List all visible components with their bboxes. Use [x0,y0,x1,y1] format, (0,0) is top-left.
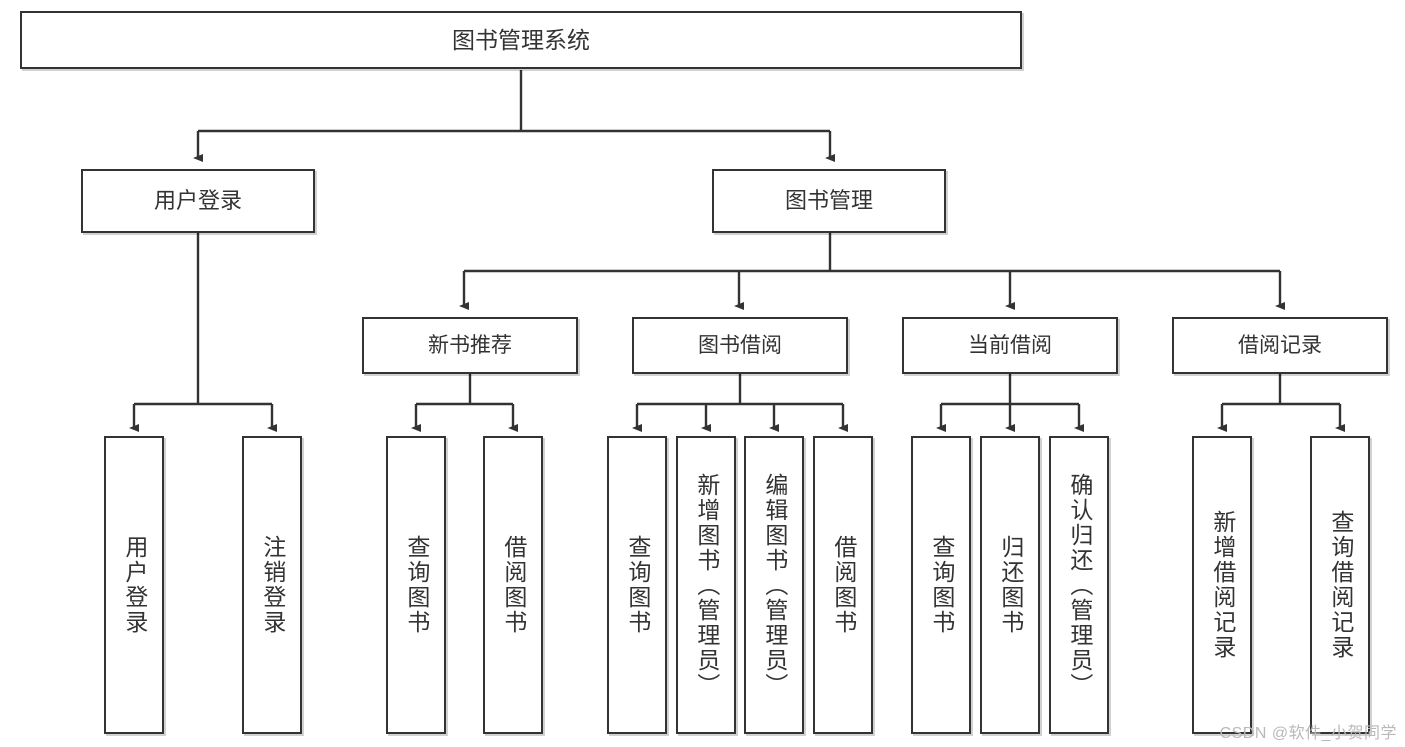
node-new-book-recommend[interactable]: 新书推荐 [362,317,578,374]
node-label: 查询借阅记录 [1327,510,1354,660]
node-borrow-record[interactable]: 借阅记录 [1172,317,1388,374]
leaf-current-return-book[interactable]: 归还图书 [980,436,1040,734]
node-label: 新增图书（管理员） [693,472,720,698]
leaf-record-query-record[interactable]: 查询借阅记录 [1310,436,1370,734]
node-label: 编辑图书（管理员） [761,472,788,698]
node-label: 图书管理 [784,187,873,213]
node-label: 用户登录 [121,535,148,635]
node-label: 新书推荐 [428,333,512,357]
node-label: 图书管理系统 [452,26,590,53]
node-label: 查询图书 [403,535,430,635]
node-current-borrow[interactable]: 当前借阅 [902,317,1118,374]
csdn-watermark: CSDN @软件_小贺同学 [1219,725,1397,742]
node-label: 新增借阅记录 [1209,510,1236,660]
leaf-borrow-add-book-admin[interactable]: 新增图书（管理员） [676,436,736,734]
node-label: 借阅记录 [1238,333,1322,357]
node-book-borrow[interactable]: 图书借阅 [632,317,848,374]
node-label: 注销登录 [259,535,286,635]
node-label: 确认归还（管理员） [1066,472,1093,698]
node-user-login[interactable]: 用户登录 [81,169,315,233]
node-root-system[interactable]: 图书管理系统 [20,11,1022,69]
leaf-user-login-logout[interactable]: 注销登录 [242,436,302,734]
node-label: 借阅图书 [500,535,527,635]
leaf-current-query-book[interactable]: 查询图书 [911,436,971,734]
node-label: 用户登录 [153,187,242,213]
node-label: 查询图书 [624,535,651,635]
leaf-recommend-query-book[interactable]: 查询图书 [386,436,446,734]
node-label: 图书借阅 [698,333,782,357]
node-label: 查询图书 [928,535,955,635]
leaf-recommend-borrow-book[interactable]: 借阅图书 [483,436,543,734]
leaf-borrow-query-book[interactable]: 查询图书 [607,436,667,734]
node-label: 归还图书 [997,535,1024,635]
leaf-user-login-login[interactable]: 用户登录 [104,436,164,734]
node-label: 当前借阅 [968,333,1052,357]
leaf-record-add-record[interactable]: 新增借阅记录 [1192,436,1252,734]
node-book-management[interactable]: 图书管理 [712,169,946,233]
node-label: 借阅图书 [830,535,857,635]
leaf-borrow-borrow-book[interactable]: 借阅图书 [813,436,873,734]
leaf-borrow-edit-book-admin[interactable]: 编辑图书（管理员） [744,436,804,734]
leaf-current-confirm-return-admin[interactable]: 确认归还（管理员） [1049,436,1109,734]
